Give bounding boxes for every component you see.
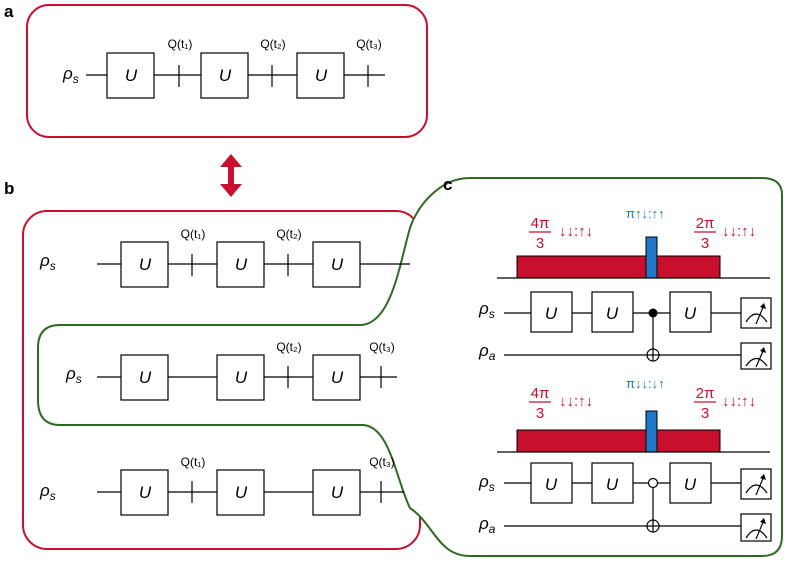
circuit-bottom: ρs ρa U U U bbox=[478, 462, 772, 542]
u-gate bbox=[106, 52, 155, 99]
u-gate-label: U bbox=[606, 475, 619, 494]
pulse-right-spins: ↓↓:↑↓ bbox=[722, 223, 756, 240]
q-t1-label: Q(t₁) bbox=[181, 227, 206, 241]
q-t1-label: Q(t₁) bbox=[181, 455, 206, 469]
pulse-sequence-bottom: 4π 3 ↓↓:↑↓ π↓↓:↓↑ 2π 3 ↓↓:↑↓ bbox=[497, 376, 770, 453]
u-gate-label: U bbox=[235, 368, 248, 387]
u-gate bbox=[312, 469, 361, 516]
panel-a-circuit: ρs U U U Q(t₁) Q(t₂) Q(t₃) bbox=[62, 37, 385, 99]
blue-pulse-bar bbox=[645, 410, 658, 453]
rho-s-label: ρs bbox=[65, 364, 82, 386]
double-arrow-icon bbox=[220, 154, 242, 197]
pulse-left-spins: ↓↓:↑↓ bbox=[559, 393, 593, 410]
meter-icon bbox=[740, 513, 772, 542]
u-gate-label: U bbox=[139, 368, 152, 387]
u-gate-label: U bbox=[606, 304, 619, 323]
rho-s-label: ρs bbox=[478, 472, 495, 494]
pulse-right-numerator: 2π bbox=[696, 215, 715, 232]
u-gate-label: U bbox=[331, 255, 344, 274]
pulse-left-spins: ↓↓:↑↓ bbox=[559, 223, 593, 240]
u-gate-label: U bbox=[545, 475, 558, 494]
q-t3-label: Q(t₃) bbox=[369, 340, 395, 354]
circuit-top: ρs ρa U U U bbox=[478, 291, 772, 370]
u-gate bbox=[120, 241, 169, 288]
u-gate bbox=[200, 52, 249, 99]
u-gate-label: U bbox=[315, 66, 328, 85]
pulse-mid-label: π↓↓:↓↑ bbox=[626, 376, 665, 391]
u-gate bbox=[312, 241, 361, 288]
q-t2-label: Q(t₂) bbox=[260, 37, 285, 51]
pulse-mid-label: π↑↓:↑↑ bbox=[626, 206, 665, 221]
meter-icon bbox=[740, 468, 772, 500]
u-gate bbox=[669, 291, 712, 333]
u-gate-label: U bbox=[331, 368, 344, 387]
pulse-right-numerator: 2π bbox=[696, 385, 715, 402]
pulse-right-denominator: 3 bbox=[701, 235, 709, 252]
u-gate-label: U bbox=[545, 304, 558, 323]
u-gate bbox=[591, 462, 634, 504]
q-t2-label: Q(t₂) bbox=[276, 340, 301, 354]
pulse-sequence-top: 4π 3 ↓↓:↑↓ π↑↓:↑↑ 2π 3 ↓↓:↑↓ bbox=[497, 206, 770, 279]
rho-s-label: ρs bbox=[39, 251, 56, 273]
pulse-left-numerator: 4π bbox=[531, 215, 550, 232]
control-dot-filled bbox=[648, 308, 658, 318]
u-gate bbox=[216, 469, 265, 516]
u-gate bbox=[296, 52, 345, 99]
pulse-left-denominator: 3 bbox=[536, 235, 544, 252]
rho-s-label: ρs bbox=[62, 64, 79, 86]
u-gate bbox=[216, 241, 265, 288]
u-gate bbox=[591, 291, 634, 333]
meter-icon bbox=[740, 297, 772, 329]
rho-s-label: ρs bbox=[478, 299, 495, 321]
u-gate-label: U bbox=[684, 475, 697, 494]
u-gate bbox=[120, 469, 169, 516]
rho-a-label: ρa bbox=[478, 341, 496, 363]
panel-b-row-3: ρs U U U Q(t₁) Q(t₃) bbox=[39, 455, 404, 516]
u-gate bbox=[530, 462, 573, 504]
panel-b-letter: b bbox=[4, 179, 14, 198]
u-gate bbox=[312, 354, 361, 401]
u-gate-label: U bbox=[331, 483, 344, 502]
panel-b-row-1: ρs U U U Q(t₁) Q(t₂) bbox=[39, 227, 410, 288]
u-gate-label: U bbox=[219, 66, 232, 85]
pulse-right-denominator: 3 bbox=[701, 405, 709, 422]
u-gate bbox=[530, 291, 573, 333]
panel-a-letter: a bbox=[4, 2, 14, 21]
q-t1-label: Q(t₁) bbox=[168, 37, 193, 51]
panel-c-letter: c bbox=[443, 175, 452, 194]
rho-s-label: ρs bbox=[39, 481, 56, 503]
control-dot-open bbox=[647, 477, 659, 489]
meter-icon bbox=[740, 342, 772, 370]
u-gate-label: U bbox=[139, 483, 152, 502]
u-gate-label: U bbox=[125, 66, 138, 85]
u-gate bbox=[669, 462, 712, 504]
q-t3-label: Q(t₃) bbox=[369, 455, 395, 469]
pulse-left-denominator: 3 bbox=[536, 405, 544, 422]
u-gate-label: U bbox=[235, 255, 248, 274]
red-pulse-bar bbox=[516, 429, 721, 453]
panel-b-row-2: ρs U U U Q(t₂) Q(t₃) bbox=[65, 340, 397, 401]
panel-a-frame bbox=[26, 4, 428, 138]
q-t2-label: Q(t₂) bbox=[276, 227, 301, 241]
u-gate bbox=[216, 354, 265, 401]
u-gate-label: U bbox=[684, 304, 697, 323]
u-gate bbox=[120, 354, 169, 401]
pulse-right-spins: ↓↓:↑↓ bbox=[722, 393, 756, 410]
q-t3-label: Q(t₃) bbox=[356, 37, 382, 51]
red-pulse-bar bbox=[516, 255, 721, 279]
rho-a-label: ρa bbox=[478, 514, 496, 536]
pulse-left-numerator: 4π bbox=[531, 385, 550, 402]
u-gate-label: U bbox=[235, 483, 248, 502]
u-gate-label: U bbox=[139, 255, 152, 274]
blue-pulse-bar bbox=[645, 236, 658, 279]
